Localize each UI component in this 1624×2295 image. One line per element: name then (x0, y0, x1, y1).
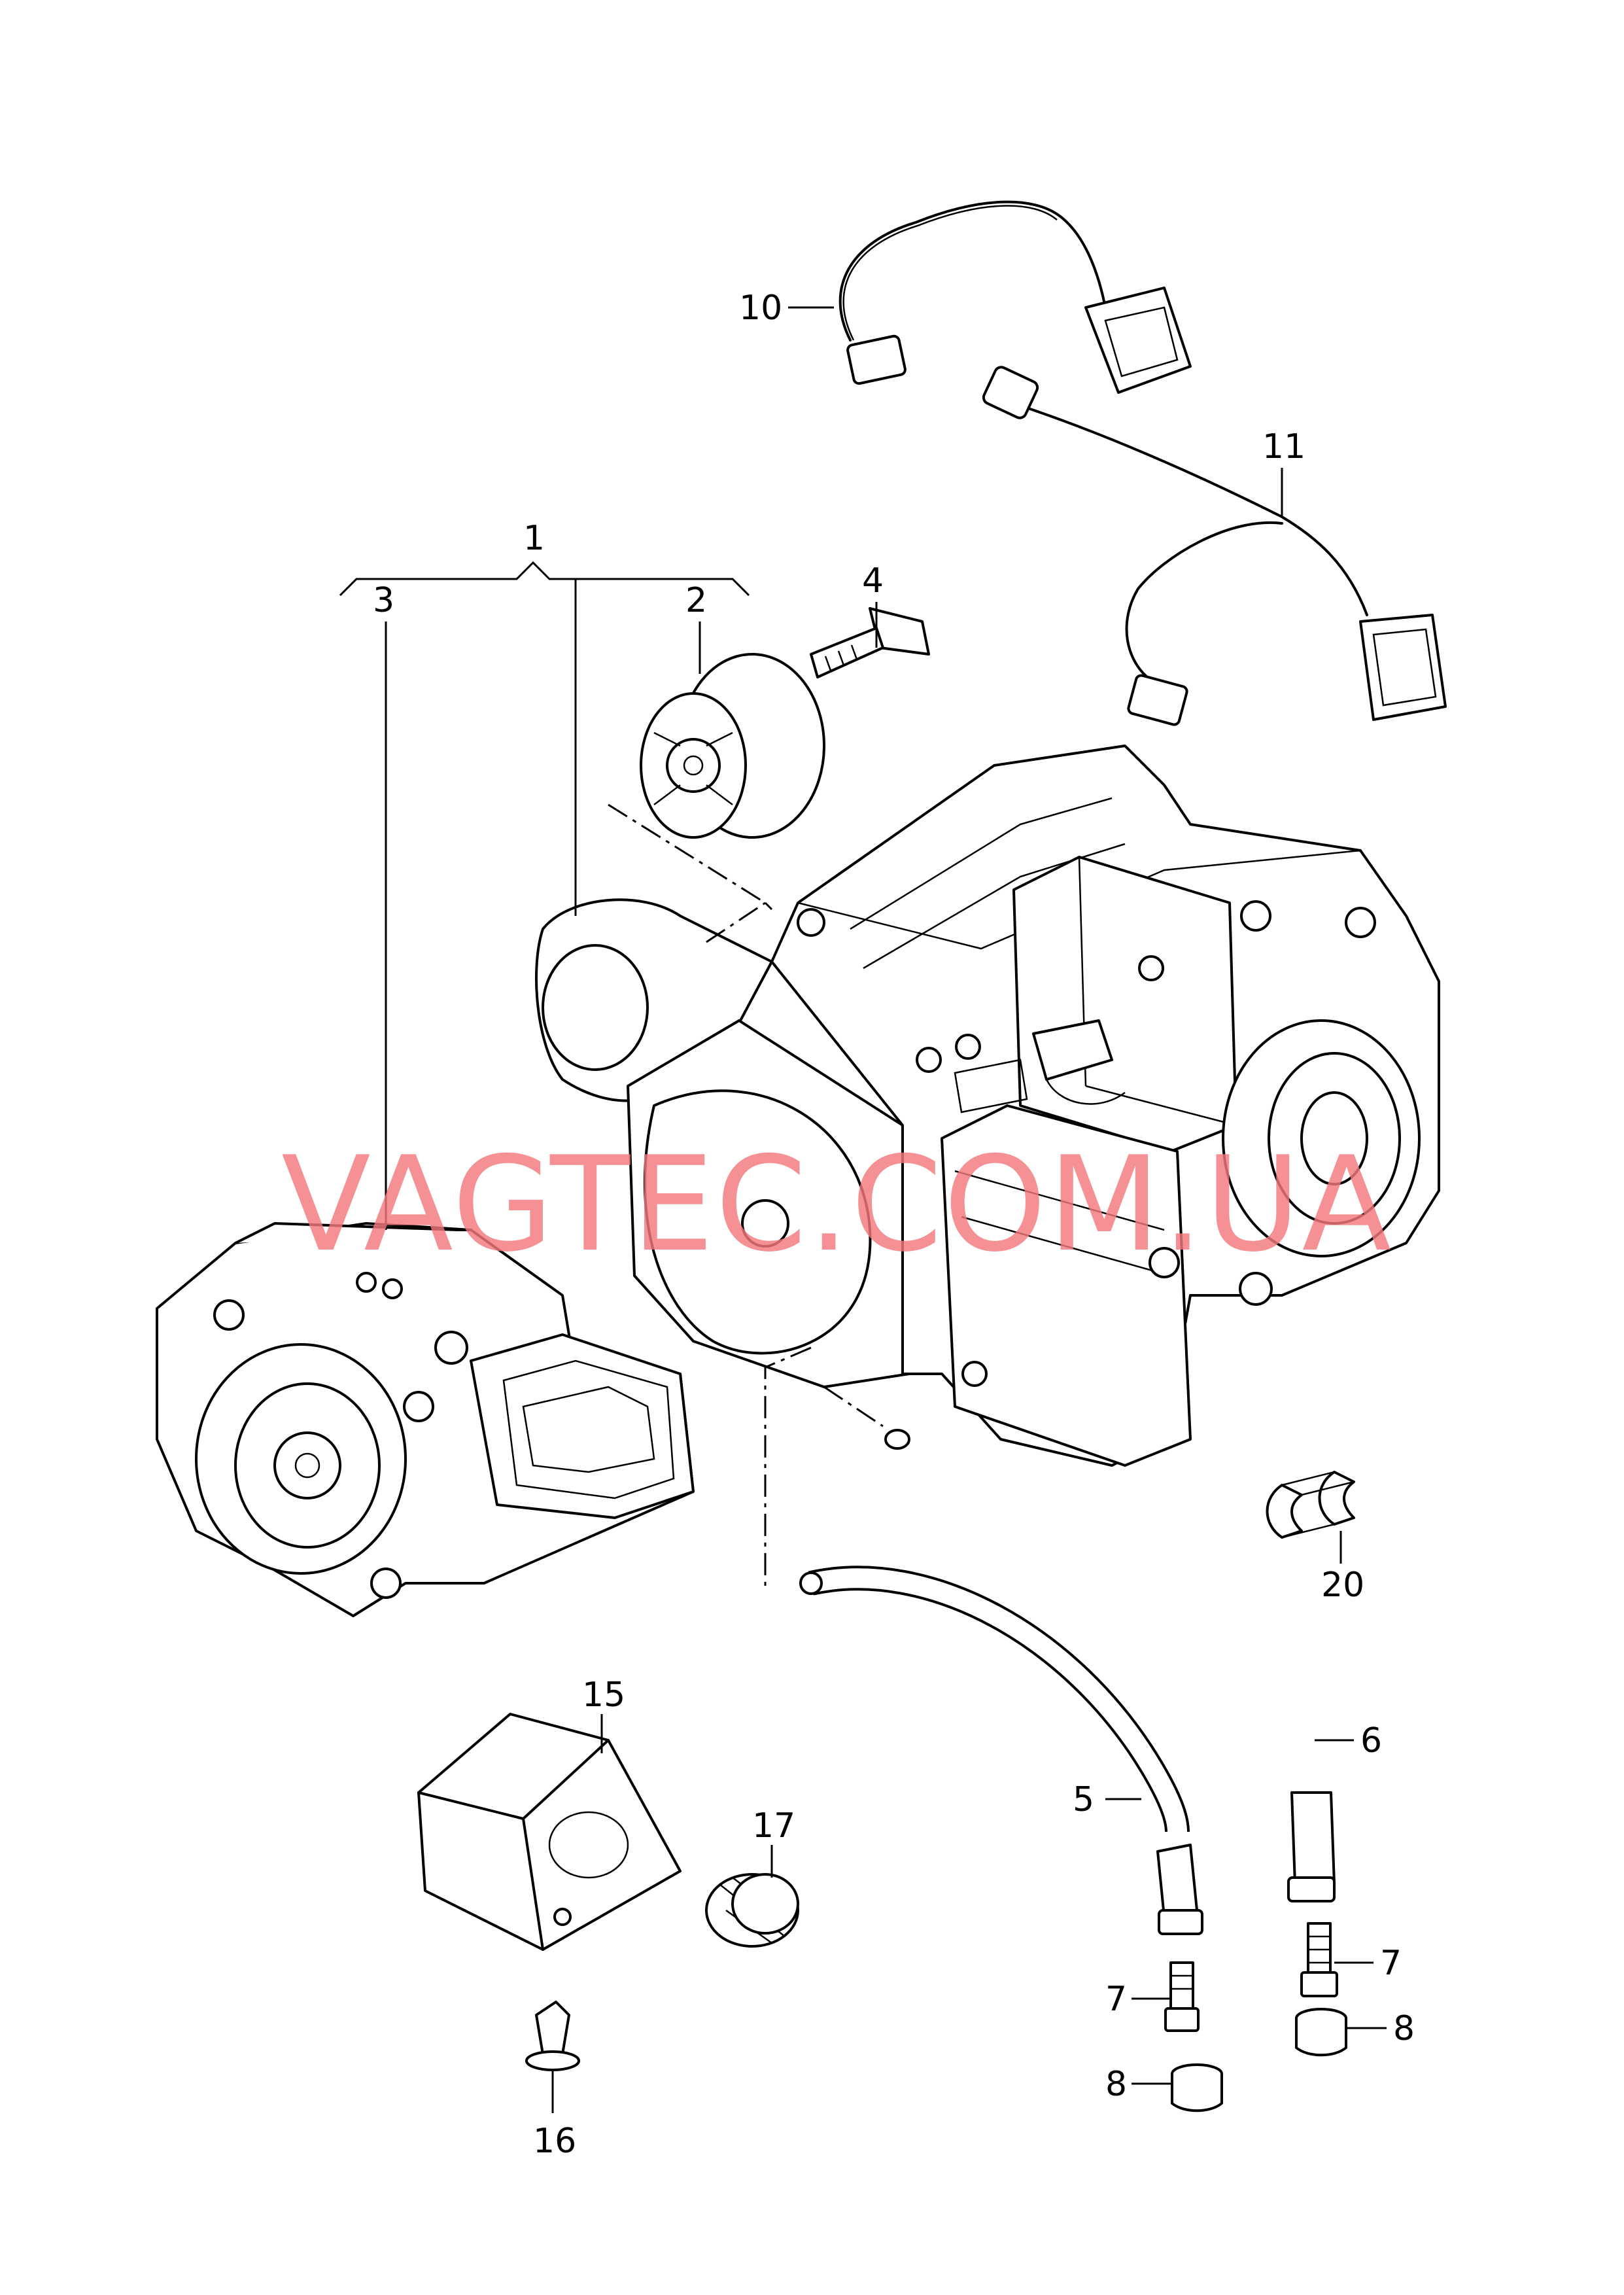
callout-8-right: 8 (1393, 2009, 1415, 2048)
hose-end-5[interactable] (1156, 1844, 1203, 1935)
mount-bushing-2[interactable] (608, 653, 825, 904)
callout-6: 6 (1360, 1721, 1382, 1761)
callout-11: 11 (1262, 427, 1305, 466)
callout-1: 1 (523, 519, 545, 558)
callout-16: 16 (533, 2122, 576, 2161)
clip-20[interactable] (1266, 1471, 1355, 1539)
watermark: VAGTEC.COM.UA (281, 1129, 1392, 1281)
callout-15: 15 (582, 1675, 625, 1715)
callout-7-right: 7 (1380, 1944, 1402, 1983)
cap-8a[interactable] (1295, 2008, 1347, 2057)
transfer-gearbox[interactable] (535, 745, 1440, 1467)
hose-end-6[interactable] (1287, 1791, 1336, 1902)
callout-8-left: 8 (1105, 2065, 1127, 2104)
callout-7-left: 7 (1105, 1980, 1127, 2019)
callout-5: 5 (1073, 1780, 1094, 1819)
callout-2: 2 (685, 581, 707, 620)
callout-labels: 1 2 3 4 10 11 20 6 5 7 7 8 8 15 17 16 (373, 289, 1415, 2161)
callout-17: 17 (752, 1806, 795, 1846)
wiring-harness-11[interactable] (982, 365, 1447, 726)
hose-5[interactable] (799, 1566, 1190, 1832)
cap-8b[interactable] (1171, 2063, 1223, 2112)
callout-20: 20 (1321, 1566, 1364, 1605)
leader-lines (339, 306, 1387, 2113)
clip-16[interactable] (525, 2001, 580, 2071)
shield-15[interactable] (417, 1713, 682, 1951)
callout-10: 10 (739, 289, 782, 328)
plug-17[interactable] (705, 1873, 799, 1948)
bolt-4[interactable] (810, 607, 930, 678)
callout-3: 3 (373, 581, 394, 620)
callout-4: 4 (862, 561, 884, 601)
gearbox-housing-3[interactable] (156, 1222, 695, 1617)
hose-6[interactable] (884, 1429, 1311, 1820)
connector-7a[interactable] (1300, 1922, 1338, 1997)
wiring-harness-10[interactable] (838, 200, 1192, 394)
connector-7b[interactable] (1164, 1961, 1200, 2032)
